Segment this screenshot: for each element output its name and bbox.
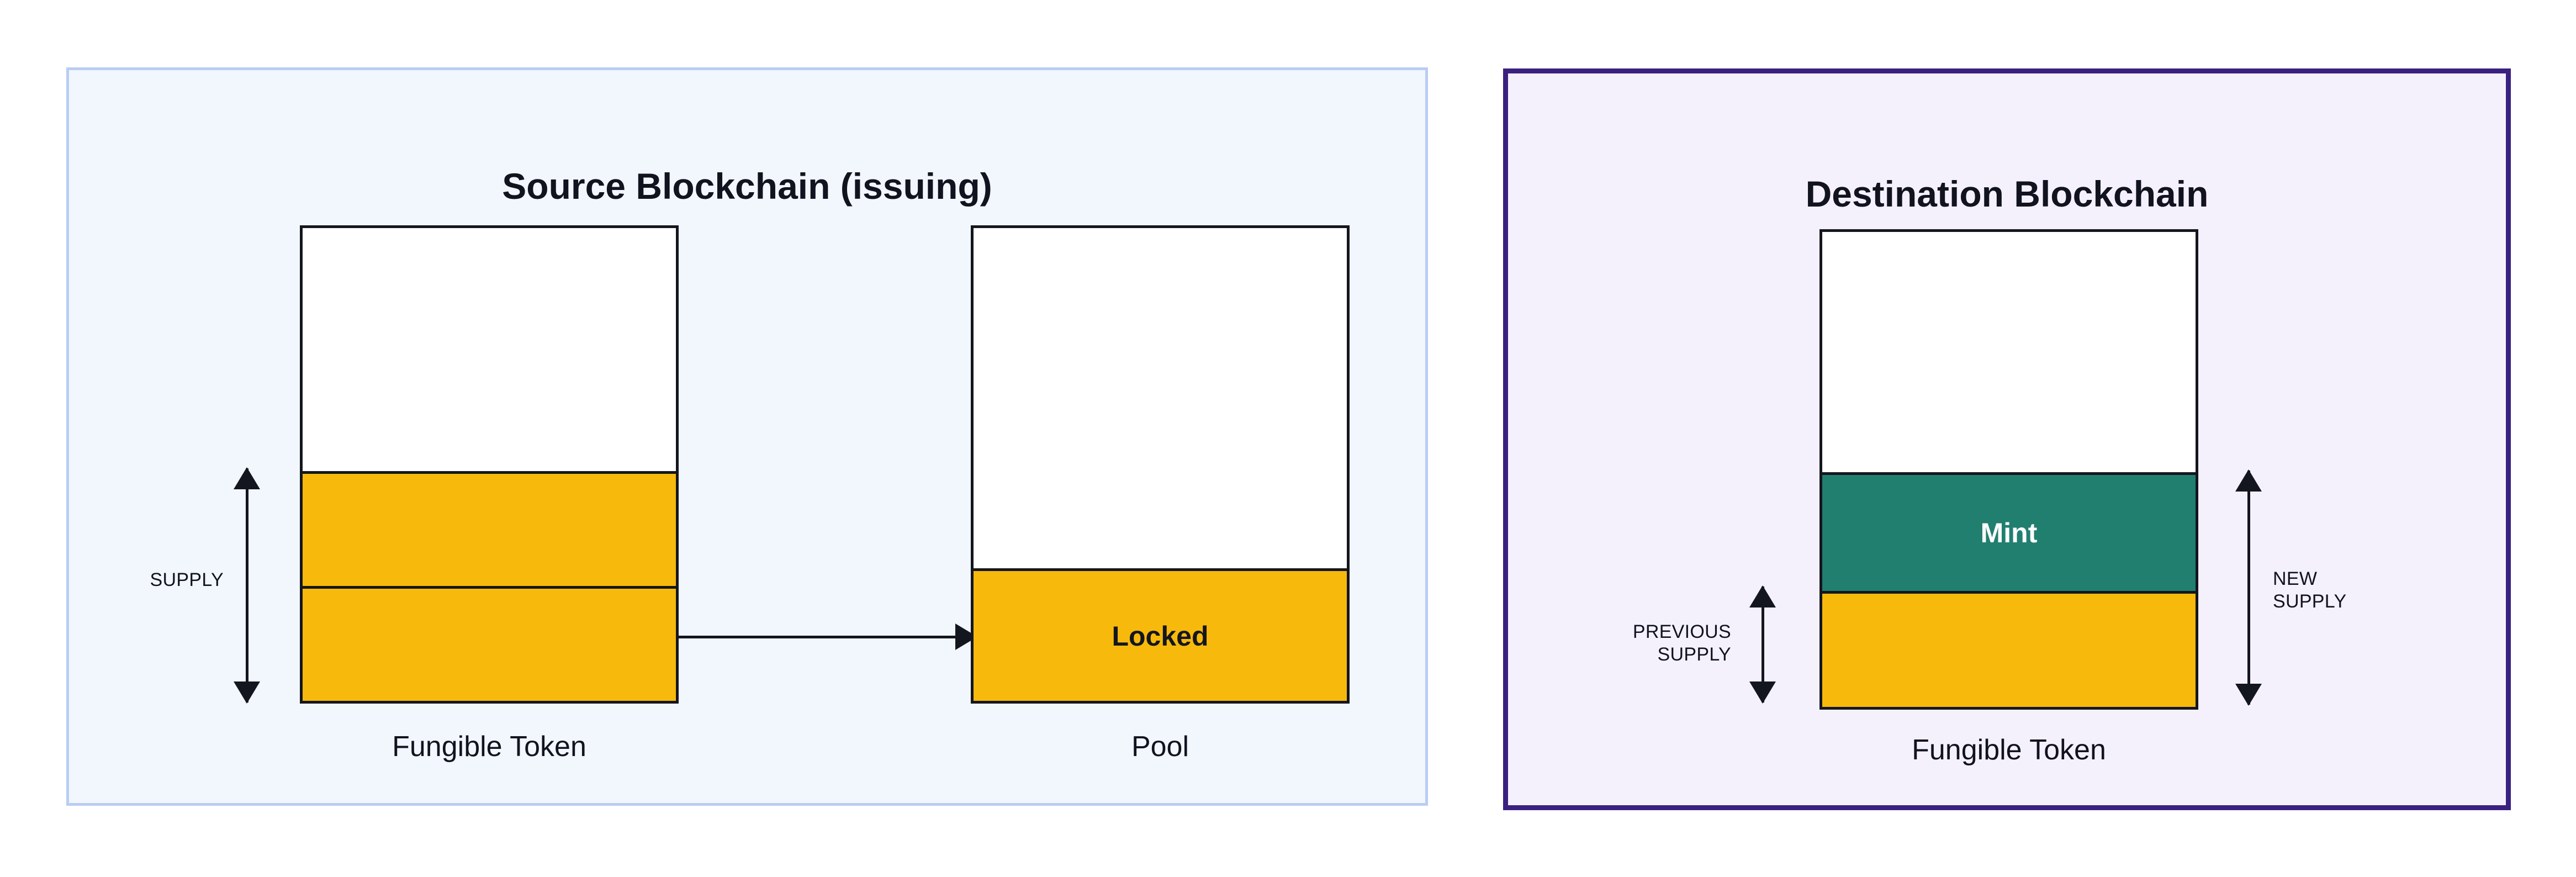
source-token-supply-lower-segment — [303, 586, 676, 701]
source-fungible-token-box — [300, 225, 679, 704]
supply-arrow-shaft — [246, 468, 248, 702]
source-fungible-token-caption: Fungible Token — [392, 731, 586, 763]
previous-supply-label-line-1: PREVIOUS — [1632, 621, 1731, 642]
previous-supply-arrow-shaft — [1762, 587, 1764, 702]
destination-token-previous-supply-segment — [1822, 591, 2196, 707]
new-supply-label-line-2: SUPPLY — [2273, 591, 2347, 612]
supply-measure-label: SUPPLY — [150, 569, 224, 590]
previous-supply-label-line-2: SUPPLY — [1657, 644, 1731, 665]
supply-arrow-down-head-icon — [234, 681, 260, 704]
mint-label: Mint — [1980, 517, 2038, 548]
pool-caption: Pool — [1131, 731, 1189, 763]
new-supply-label-line-1: NEW — [2273, 568, 2318, 589]
destination-panel-title: Destination Blockchain — [1805, 173, 2209, 214]
pool-locked-segment: Locked — [974, 568, 1347, 701]
previous-supply-arrow-down-head-icon — [1749, 681, 1776, 704]
supply-arrow-up-head-icon — [234, 467, 260, 489]
lock-arrow-shaft — [679, 636, 977, 638]
destination-fungible-token-caption: Fungible Token — [1912, 734, 2106, 766]
destination-token-mint-segment: Mint — [1822, 472, 2196, 591]
destination-fungible-token-box: Mint — [1819, 229, 2198, 710]
pool-box: Locked — [971, 225, 1350, 704]
source-panel-title: Source Blockchain (issuing) — [502, 166, 992, 207]
source-token-headroom-segment — [303, 228, 676, 471]
new-supply-measure-label: NEW SUPPLY — [2273, 568, 2427, 614]
previous-supply-arrow-up-head-icon — [1749, 585, 1776, 607]
previous-supply-measure-label: PREVIOUS SUPPLY — [1579, 621, 1731, 667]
pool-capacity-segment — [974, 228, 1347, 568]
lock-transfer-arrow — [679, 624, 977, 650]
source-token-supply-upper-segment — [303, 471, 676, 586]
new-supply-arrow-up-head-icon — [2235, 469, 2262, 492]
new-supply-arrow-down-head-icon — [2235, 684, 2262, 706]
pool-locked-label: Locked — [1112, 620, 1209, 652]
new-supply-arrow-shaft — [2247, 471, 2250, 705]
destination-token-headroom-segment — [1822, 232, 2196, 472]
